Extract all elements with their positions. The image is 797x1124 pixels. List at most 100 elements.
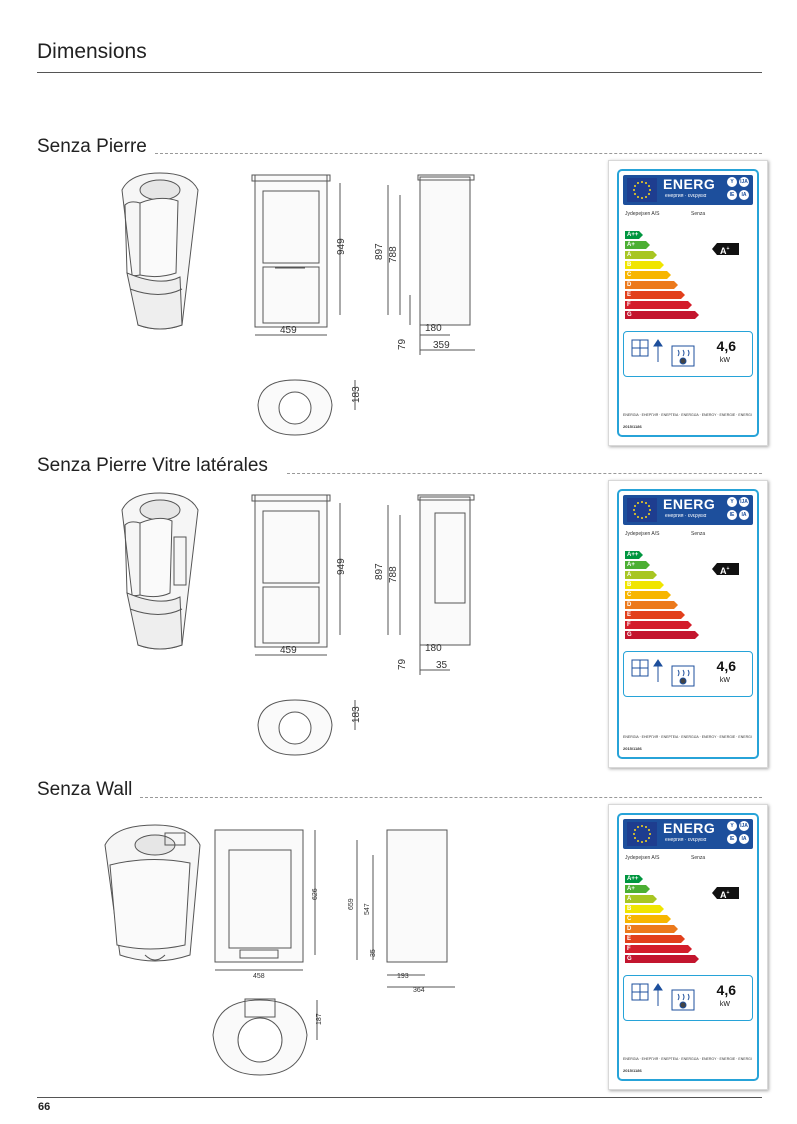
- energy-label-regulation: 2015/1186: [623, 746, 642, 751]
- heating-icons: [631, 339, 695, 367]
- dim-height-air: 788: [388, 566, 399, 583]
- eu-star-icon: [641, 181, 643, 183]
- section-divider: [140, 797, 762, 798]
- energy-label-power: 4,6: [716, 982, 736, 998]
- energy-label-subtitle: енергия · ενεργεια: [665, 193, 707, 199]
- dim-height-total: 626: [312, 888, 319, 900]
- energy-label-power-unit: kW: [719, 677, 730, 684]
- energy-class-bar: D: [625, 281, 678, 289]
- eu-star-icon: [633, 509, 635, 511]
- dim-height-flue: 897: [374, 243, 385, 260]
- energy-label-header: ENERG енергия · ενεργεια Y IJA IE IA: [623, 175, 753, 205]
- energy-rating-badge: A+: [712, 243, 739, 256]
- eu-star-icon: [641, 841, 643, 843]
- stove-front-view: [251, 494, 341, 656]
- eu-flag-icon: [627, 498, 657, 522]
- eu-star-icon: [634, 837, 637, 839]
- dim-height-air: 547: [364, 903, 371, 915]
- heating-icons: [631, 659, 695, 687]
- dim-width: 458: [253, 973, 265, 980]
- technical-drawing-senza-pierre-vitre: 949 897 788 459 180 35 79 183: [121, 492, 475, 756]
- energy-label-model: Senza: [691, 211, 706, 217]
- energy-label-power-unit: kW: [719, 1001, 730, 1008]
- energy-label-subtitle: енергия · ενεργεια: [665, 837, 707, 843]
- eu-star-icon: [637, 515, 639, 518]
- language-badge: IA: [739, 190, 749, 200]
- energy-class-bar: A: [625, 571, 657, 579]
- energy-class-bar: B: [625, 905, 664, 913]
- energy-label-regulation: 2015/1186: [623, 424, 642, 429]
- dim-flue-offset: 180: [425, 643, 442, 654]
- eu-star-icon: [634, 513, 637, 515]
- energy-class-bar: E: [625, 611, 685, 619]
- stove-side-view: [387, 494, 475, 675]
- eu-star-icon: [647, 193, 650, 195]
- energy-label-info-box: 4,6 kW: [623, 651, 753, 697]
- language-badge: IJA: [739, 177, 749, 187]
- dim-height-flue: 659: [348, 898, 355, 910]
- eu-star-icon: [645, 515, 647, 518]
- language-badge: IA: [739, 510, 749, 520]
- energy-label: ENERG енергия · ενεργεια Y IJA IE IA Jyd…: [608, 160, 768, 446]
- energy-label-regulation: 2015/1186: [623, 1068, 642, 1073]
- heating-icons: [631, 983, 695, 1011]
- eu-star-icon: [649, 189, 651, 191]
- language-badge: Y: [727, 177, 737, 187]
- eu-star-icon: [634, 505, 637, 507]
- eu-star-icon: [634, 185, 637, 187]
- eu-star-icon: [637, 182, 639, 185]
- eu-star-icon: [649, 509, 651, 511]
- energy-label-supplier: Jydepejsen A/S: [625, 855, 660, 861]
- energy-class-bar: C: [625, 915, 671, 923]
- eu-flag-icon: [627, 822, 657, 846]
- dim-width: 459: [280, 645, 297, 656]
- energy-rating-badge: A+: [712, 563, 739, 576]
- eu-star-icon: [647, 513, 650, 515]
- energy-class-bar: E: [625, 935, 685, 943]
- energy-label-supplier: Jydepejsen A/S: [625, 531, 660, 537]
- language-badge: IJA: [739, 497, 749, 507]
- section-divider: [287, 473, 762, 474]
- energy-class-bar: E: [625, 291, 685, 299]
- footer-divider: [37, 1097, 762, 1098]
- energy-rating-badge: A+: [712, 887, 739, 900]
- energy-class-bar: F: [625, 301, 692, 309]
- energy-label-model: Senza: [691, 531, 706, 537]
- stove-top-view: [257, 699, 356, 756]
- stove-perspective-view: [121, 492, 199, 650]
- language-badge: IE: [727, 190, 737, 200]
- eu-star-icon: [645, 502, 647, 505]
- dim-bottom: 79: [397, 338, 408, 350]
- energy-label-frame: ENERG енергия · ενεργεια Y IJA IE IA Jyd…: [617, 813, 759, 1081]
- energy-class-bar: G: [625, 311, 699, 319]
- dim-depth: 35: [436, 660, 448, 671]
- energy-label-subtitle: енергия · ενεργεια: [665, 513, 707, 519]
- technical-drawing-senza-wall: 626 659 547 458 193 364 35 187: [104, 824, 455, 1076]
- stove-side-view: [387, 174, 475, 355]
- energy-label-energ: ENERG: [663, 176, 716, 192]
- eu-star-icon: [641, 517, 643, 519]
- section-divider: [155, 153, 762, 154]
- dim-depth: 359: [433, 340, 450, 351]
- energy-label-frame: ENERG енергия · ενεργεια Y IJA IE IA Jyd…: [617, 489, 759, 759]
- dim-height-total: 949: [336, 558, 347, 575]
- section-title-senza-pierre: Senza Pierre: [37, 136, 153, 158]
- section-title-senza-wall: Senza Wall: [37, 779, 139, 801]
- energy-label-frame: ENERG енергия · ενεργεια Y IJA IE IA Jyd…: [617, 169, 759, 437]
- energy-class-bar: F: [625, 621, 692, 629]
- energy-class-bar: A++: [625, 551, 643, 559]
- energy-class-bar: C: [625, 591, 671, 599]
- energy-label-header: ENERG енергия · ενεργεια Y IJA IE IA: [623, 495, 753, 525]
- stove-side-view: [356, 829, 455, 988]
- dim-flue-offset: 193: [397, 973, 409, 980]
- energy-label-footer-languages: ENERGIA · ЕНЕРГИЯ · ΕΝΕΡΓΕΙΑ · ENERGIJA …: [623, 413, 752, 417]
- energy-class-bar: A+: [625, 241, 650, 249]
- energy-class-bar: A++: [625, 231, 643, 239]
- language-badge: Y: [727, 497, 737, 507]
- stove-perspective-view: [104, 824, 201, 962]
- dim-top-depth: 187: [316, 1013, 323, 1025]
- eu-star-icon: [647, 829, 650, 831]
- energy-label-model: Senza: [691, 855, 706, 861]
- eu-flag-icon: [627, 178, 657, 202]
- stove-front-view: [214, 829, 316, 971]
